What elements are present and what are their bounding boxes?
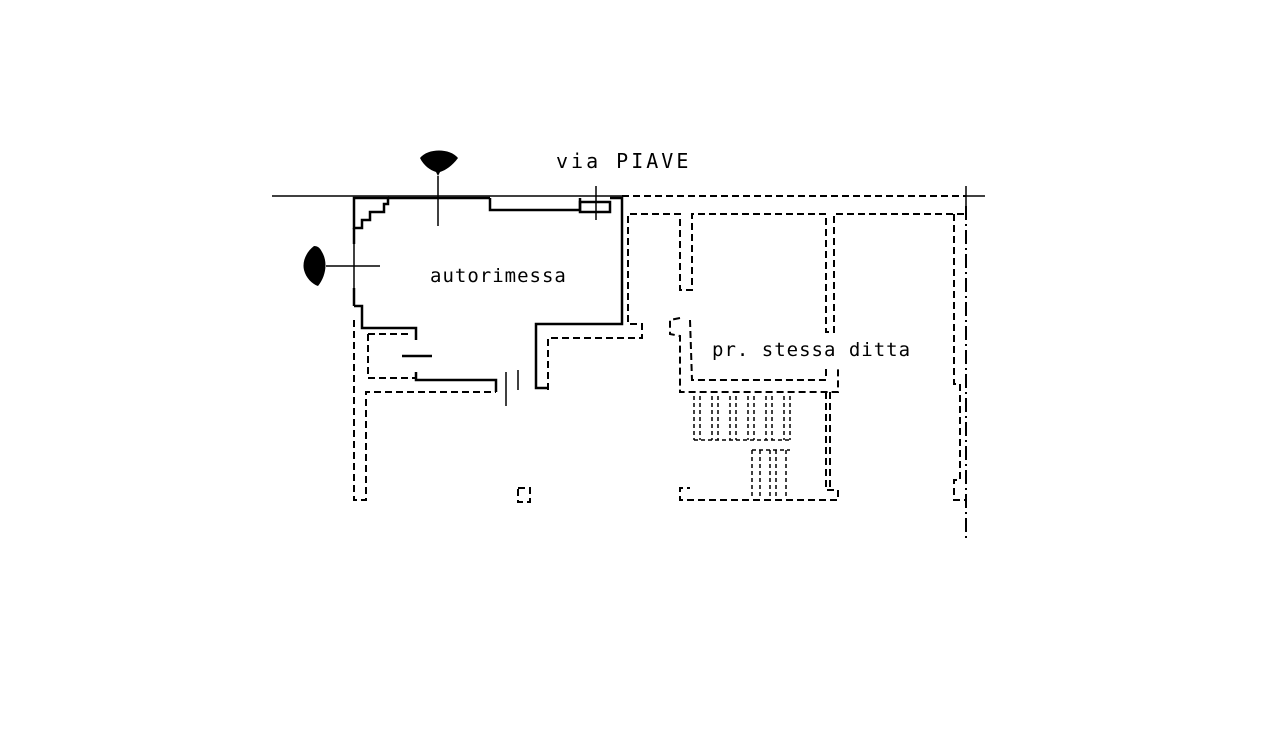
house-walls [353,213,966,503]
camera-viewpoint-icon [303,244,380,288]
street-label: via PIAVE [556,149,691,173]
room-label-garage: autorimessa [430,265,567,287]
camera-viewpoint-icon [420,150,458,226]
garage-walls [352,196,624,406]
staircase [693,396,791,496]
room-label-adjacent: pr. stessa ditta [712,339,911,361]
